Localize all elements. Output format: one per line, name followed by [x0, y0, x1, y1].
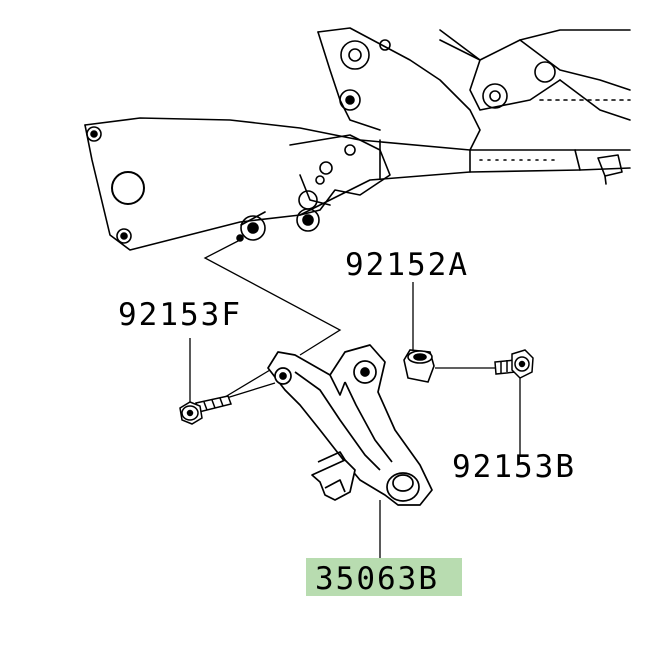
- part-label-highlight: [306, 558, 462, 596]
- bolt-92153B-drawing: [494, 349, 534, 379]
- part-number-92153B-label: 92153B: [452, 449, 576, 485]
- part-number-92152A-label: 92152A: [345, 247, 469, 283]
- bracket-35063B-drawing: [267, 344, 433, 506]
- rear-frame-drawing: [84, 27, 631, 251]
- collar-92152A-drawing: [403, 349, 435, 383]
- bolt-92153F-drawing: [179, 395, 232, 425]
- part-number-35063B-label[interactable]: 35063B: [315, 561, 439, 597]
- part-number-92153F-label: 92153F: [118, 297, 242, 333]
